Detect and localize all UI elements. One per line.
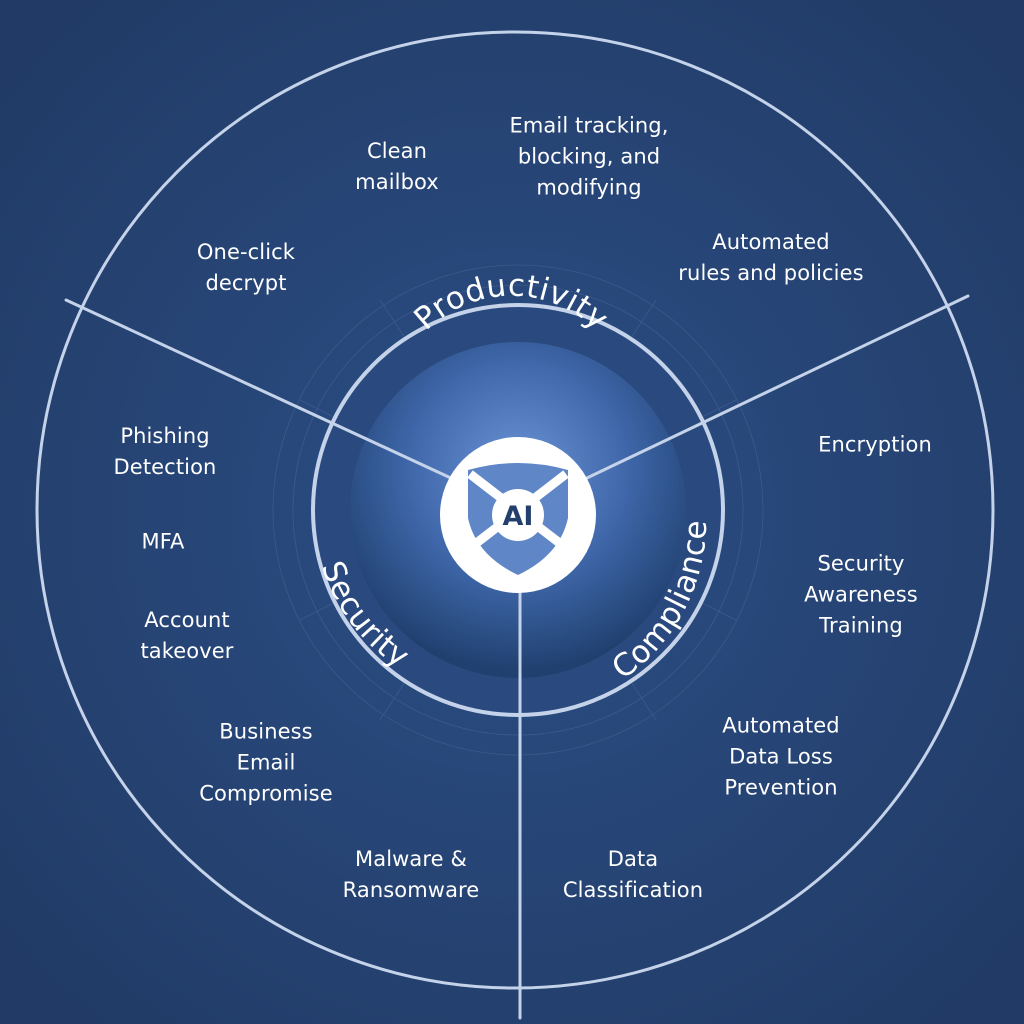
divider-productivity-compliance [518, 294, 970, 512]
feature-clean-mailbox: Clean mailbox [355, 139, 439, 194]
outer-ring [35, 30, 995, 990]
feature-account-takeover: Account takeover [140, 608, 234, 663]
feature-encryption: Encryption [818, 432, 932, 457]
feature-security-awareness-training: Security Awareness Training [804, 551, 918, 638]
feature-one-click-decrypt: One-click decrypt [196, 240, 296, 295]
feature-automated-dlp: Automated Data Loss Prevention [722, 713, 840, 800]
divider-productivity-security [64, 298, 522, 512]
center-badge: AI [440, 437, 596, 593]
feature-automated-rules: Automated rules and policies [678, 230, 864, 285]
feature-mfa: MFA [141, 529, 185, 554]
section-dividers [64, 294, 970, 1020]
feature-business-email-compromise: Business Email Compromise [199, 719, 333, 806]
feature-phishing-detection: Phishing Detection [113, 424, 217, 479]
feature-data-classification: Data Classification [562, 847, 704, 902]
shield-envelope-icon [467, 463, 569, 575]
feature-email-tracking: Email tracking, blocking, and modifying [509, 113, 669, 200]
feature-malware-ransomware: Malware & Ransomware [342, 847, 480, 902]
center-ai-label: AI [503, 501, 534, 532]
